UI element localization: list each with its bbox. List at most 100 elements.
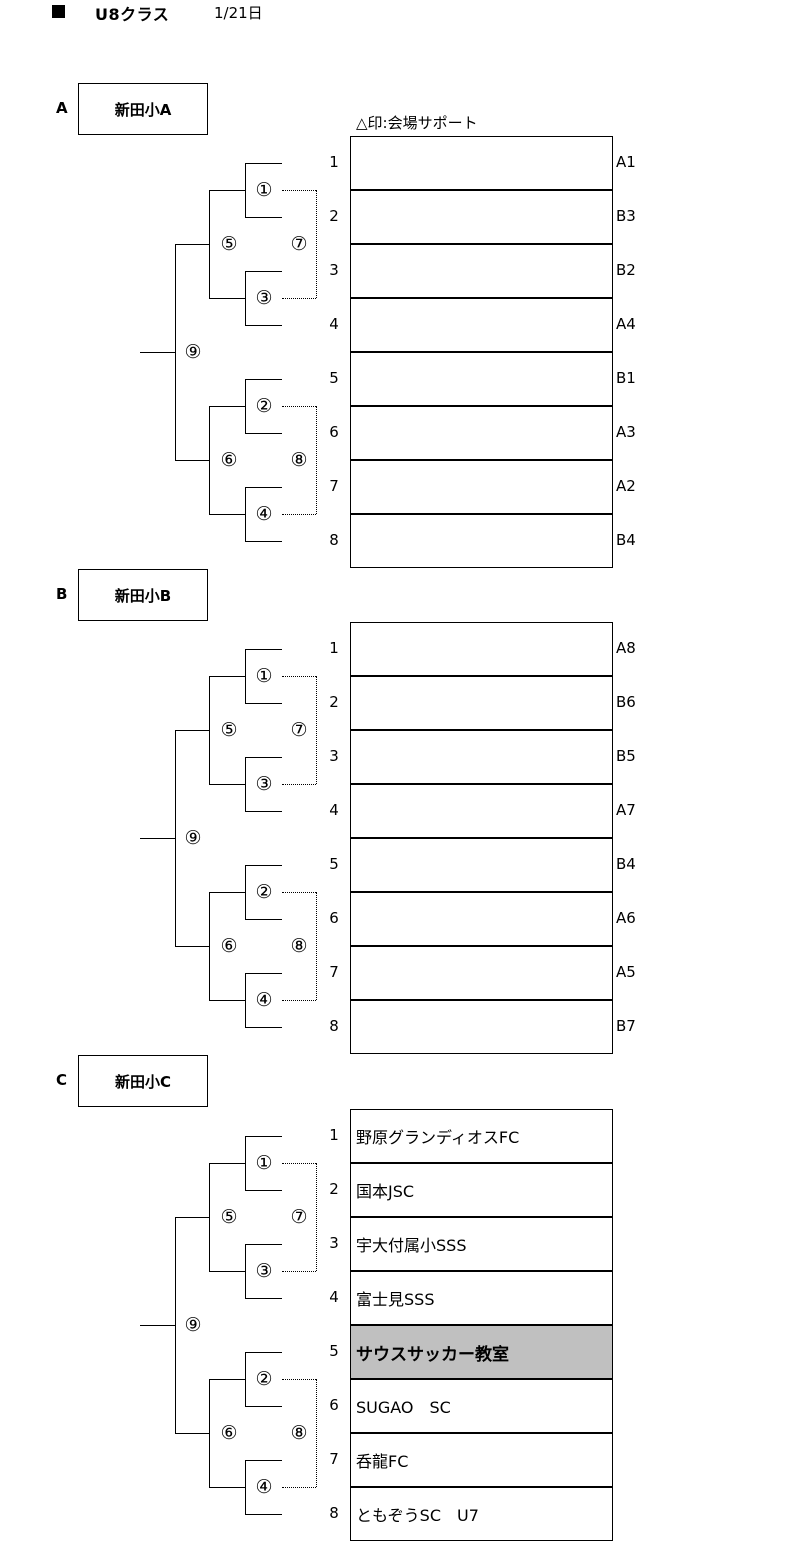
bracket-line <box>209 1487 245 1488</box>
match-number-label: ⑨ <box>181 340 205 364</box>
match-number-label: ① <box>252 1151 276 1175</box>
bracket-line <box>245 1460 246 1515</box>
bracket-line <box>245 163 246 218</box>
group-letter: C <box>56 1071 68 1089</box>
bracket-line <box>209 190 245 191</box>
bracket-line <box>209 406 210 515</box>
match-number-label: ⑧ <box>287 934 311 958</box>
bracket-line <box>245 1244 282 1245</box>
bracket-line <box>175 244 209 245</box>
slot-code: A5 <box>616 963 636 981</box>
bracket-line <box>245 1514 282 1515</box>
team-slot <box>350 784 613 838</box>
bracket-dotted-line <box>316 406 317 514</box>
bracket-line <box>175 730 176 947</box>
team-slot <box>350 352 613 406</box>
bracket-line <box>245 1406 282 1407</box>
bracket-dotted-line <box>282 298 316 299</box>
bracket-line <box>245 865 246 920</box>
slot-code: B5 <box>616 747 636 765</box>
bracket-line <box>245 487 282 488</box>
slot-number: 2 <box>329 693 339 711</box>
match-number-label: ② <box>252 1367 276 1391</box>
team-slot <box>350 730 613 784</box>
bracket-line <box>175 244 176 461</box>
team-slot: 富士見SSS <box>350 1271 613 1325</box>
bracket-line <box>245 487 246 542</box>
team-slot <box>350 946 613 1000</box>
slot-number: 3 <box>329 261 339 279</box>
team-slot: 野原グランディオスFC <box>350 1109 613 1163</box>
bracket-line <box>245 703 282 704</box>
slot-number: 2 <box>329 207 339 225</box>
team-slot: サウスサッカー教室 <box>350 1325 613 1379</box>
bracket-dotted-line <box>316 892 317 1000</box>
team-slot <box>350 136 613 190</box>
slot-code: A7 <box>616 801 636 819</box>
slot-code: B3 <box>616 207 636 225</box>
team-slot: ともぞうSC U7 <box>350 1487 613 1541</box>
team-slot: SUGAO SC <box>350 1379 613 1433</box>
bracket-line <box>209 1163 245 1164</box>
slot-number: 5 <box>329 1342 339 1360</box>
slot-number: 1 <box>329 639 339 657</box>
bracket-dotted-line <box>316 1163 317 1271</box>
match-number-label: ⑦ <box>287 232 311 256</box>
bracket-line <box>209 784 245 785</box>
bracket-line <box>245 379 282 380</box>
match-number-label: ⑤ <box>217 1205 241 1229</box>
slot-number: 7 <box>329 963 339 981</box>
bracket-line <box>245 1136 282 1137</box>
slot-number: 5 <box>329 855 339 873</box>
bracket-line <box>209 1379 245 1380</box>
bracket-line <box>245 649 282 650</box>
match-number-label: ③ <box>252 772 276 796</box>
slot-code: B2 <box>616 261 636 279</box>
match-number-label: ④ <box>252 1475 276 1499</box>
slot-number: 7 <box>329 1450 339 1468</box>
bracket-dotted-line <box>282 1000 316 1001</box>
bracket-line <box>209 1379 210 1488</box>
team-slot <box>350 298 613 352</box>
bracket-line <box>245 271 282 272</box>
match-number-label: ⑨ <box>181 1313 205 1337</box>
bracket-line <box>175 946 209 947</box>
team-slot <box>350 190 613 244</box>
team-slot <box>350 406 613 460</box>
bracket-line <box>175 460 209 461</box>
bracket-line <box>175 730 209 731</box>
bracket-line <box>245 1298 282 1299</box>
team-slot <box>350 892 613 946</box>
team-slot <box>350 1000 613 1054</box>
team-slot: 国本JSC <box>350 1163 613 1217</box>
bracket-line <box>140 838 175 839</box>
match-number-label: ⑥ <box>217 1421 241 1445</box>
bracket-line <box>209 190 210 299</box>
bracket-line <box>209 1163 210 1272</box>
title-square-icon <box>52 5 65 18</box>
slot-code: A8 <box>616 639 636 657</box>
match-number-label: ⑥ <box>217 934 241 958</box>
bracket-line <box>175 1217 209 1218</box>
slot-number: 4 <box>329 315 339 333</box>
slot-number: 8 <box>329 1504 339 1522</box>
match-number-label: ② <box>252 394 276 418</box>
slot-number: 1 <box>329 1126 339 1144</box>
bracket-line <box>209 676 210 785</box>
slot-code: A2 <box>616 477 636 495</box>
page-date: 1/21日 <box>214 4 263 22</box>
group-name-box: 新田小B <box>78 569 208 621</box>
bracket-line <box>245 217 282 218</box>
slot-code: B1 <box>616 369 636 387</box>
match-number-label: ⑧ <box>287 1421 311 1445</box>
team-slot <box>350 622 613 676</box>
page-title: U8クラス <box>95 5 170 24</box>
slot-number: 5 <box>329 369 339 387</box>
bracket-dotted-line <box>282 784 316 785</box>
match-number-label: ⑥ <box>217 448 241 472</box>
match-number-label: ⑧ <box>287 448 311 472</box>
bracket-line <box>245 919 282 920</box>
slot-number: 8 <box>329 531 339 549</box>
group-letter: A <box>56 99 68 117</box>
bracket-line <box>209 1000 245 1001</box>
